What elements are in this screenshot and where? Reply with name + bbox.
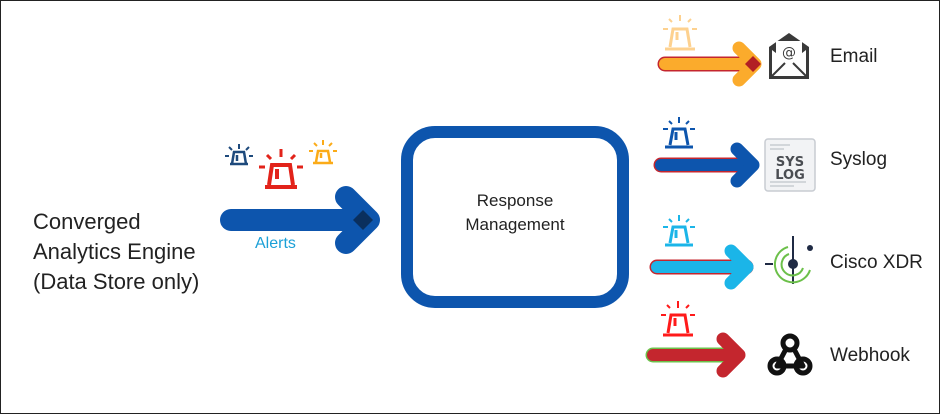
email-icon: @: [769, 33, 809, 79]
cisco-xdr-alert-icon: [663, 215, 695, 247]
alert-icon-navy: [225, 144, 253, 166]
svg-text:SYS: SYS: [776, 155, 804, 170]
alerts-label: Alerts: [255, 235, 296, 252]
cisco-xdr-arrow: [649, 244, 754, 290]
destination-webhook-label: Webhook: [830, 345, 910, 366]
svg-text:LOG: LOG: [775, 168, 805, 183]
response-management-box: [401, 126, 629, 308]
destination-email-label: Email: [830, 46, 878, 67]
email-alert-icon: [663, 15, 697, 51]
destination-syslog-label: Syslog: [830, 149, 888, 170]
source-line: Analytics Engine: [33, 239, 196, 264]
webhook-arrow: [645, 332, 746, 378]
syslog-alert-icon: [663, 117, 695, 149]
hub-line: Response: [476, 191, 554, 210]
response-management-label: Response Management: [401, 189, 629, 237]
syslog-icon: SYS LOG: [764, 138, 816, 192]
source-label: Converged Analytics Engine (Data Store o…: [33, 207, 199, 297]
cisco-xdr-icon: [765, 236, 813, 284]
email-arrow: [657, 41, 762, 87]
main-alerts-arrow: [220, 186, 380, 254]
source-line: Converged: [33, 209, 141, 234]
alert-icon-yellow: [309, 140, 337, 165]
webhook-icon: [767, 333, 813, 376]
source-line: (Data Store only): [33, 269, 200, 294]
hub-line: Management: [465, 215, 565, 234]
webhook-alert-icon: [661, 301, 695, 337]
destination-cisco-xdr-label: Cisco XDR: [830, 252, 923, 273]
syslog-arrow: [653, 142, 760, 188]
alert-icon-red: [259, 149, 303, 189]
svg-text:@: @: [782, 45, 796, 61]
